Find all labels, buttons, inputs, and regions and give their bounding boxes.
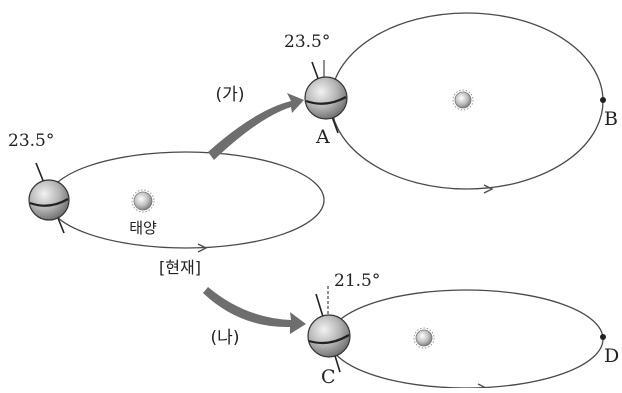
- orbit-ga-direction-arrow: [484, 185, 492, 193]
- orbit-na: [329, 290, 603, 388]
- current-orbit-group: 태양 23.5° [현재]: [8, 131, 324, 277]
- sun-current: [132, 190, 154, 212]
- point-c-label: C: [321, 366, 336, 388]
- point-b-marker: [600, 97, 606, 103]
- tilt-label-a: 23.5°: [284, 32, 330, 52]
- sun-ga: [453, 90, 473, 110]
- earth-a: [305, 62, 347, 133]
- case-label-na: (나): [211, 328, 240, 348]
- current-label: [현재]: [159, 258, 201, 277]
- current-orbit: [48, 152, 324, 248]
- sun-na: [414, 328, 434, 348]
- orbit-na-group: D 21.5° C: [308, 271, 619, 388]
- arrow-na: [203, 287, 306, 334]
- point-a-label: A: [315, 126, 330, 148]
- point-d-marker: [600, 334, 606, 340]
- orbit-ga-group: B 23.5° A: [284, 13, 618, 193]
- point-b-label: B: [604, 108, 618, 130]
- tilt-label-c: 21.5°: [334, 271, 380, 291]
- sun-label: 태양: [129, 219, 157, 237]
- tilt-label-current: 23.5°: [8, 131, 54, 151]
- case-label-ga: (가): [216, 85, 245, 105]
- point-d-label: D: [604, 345, 619, 367]
